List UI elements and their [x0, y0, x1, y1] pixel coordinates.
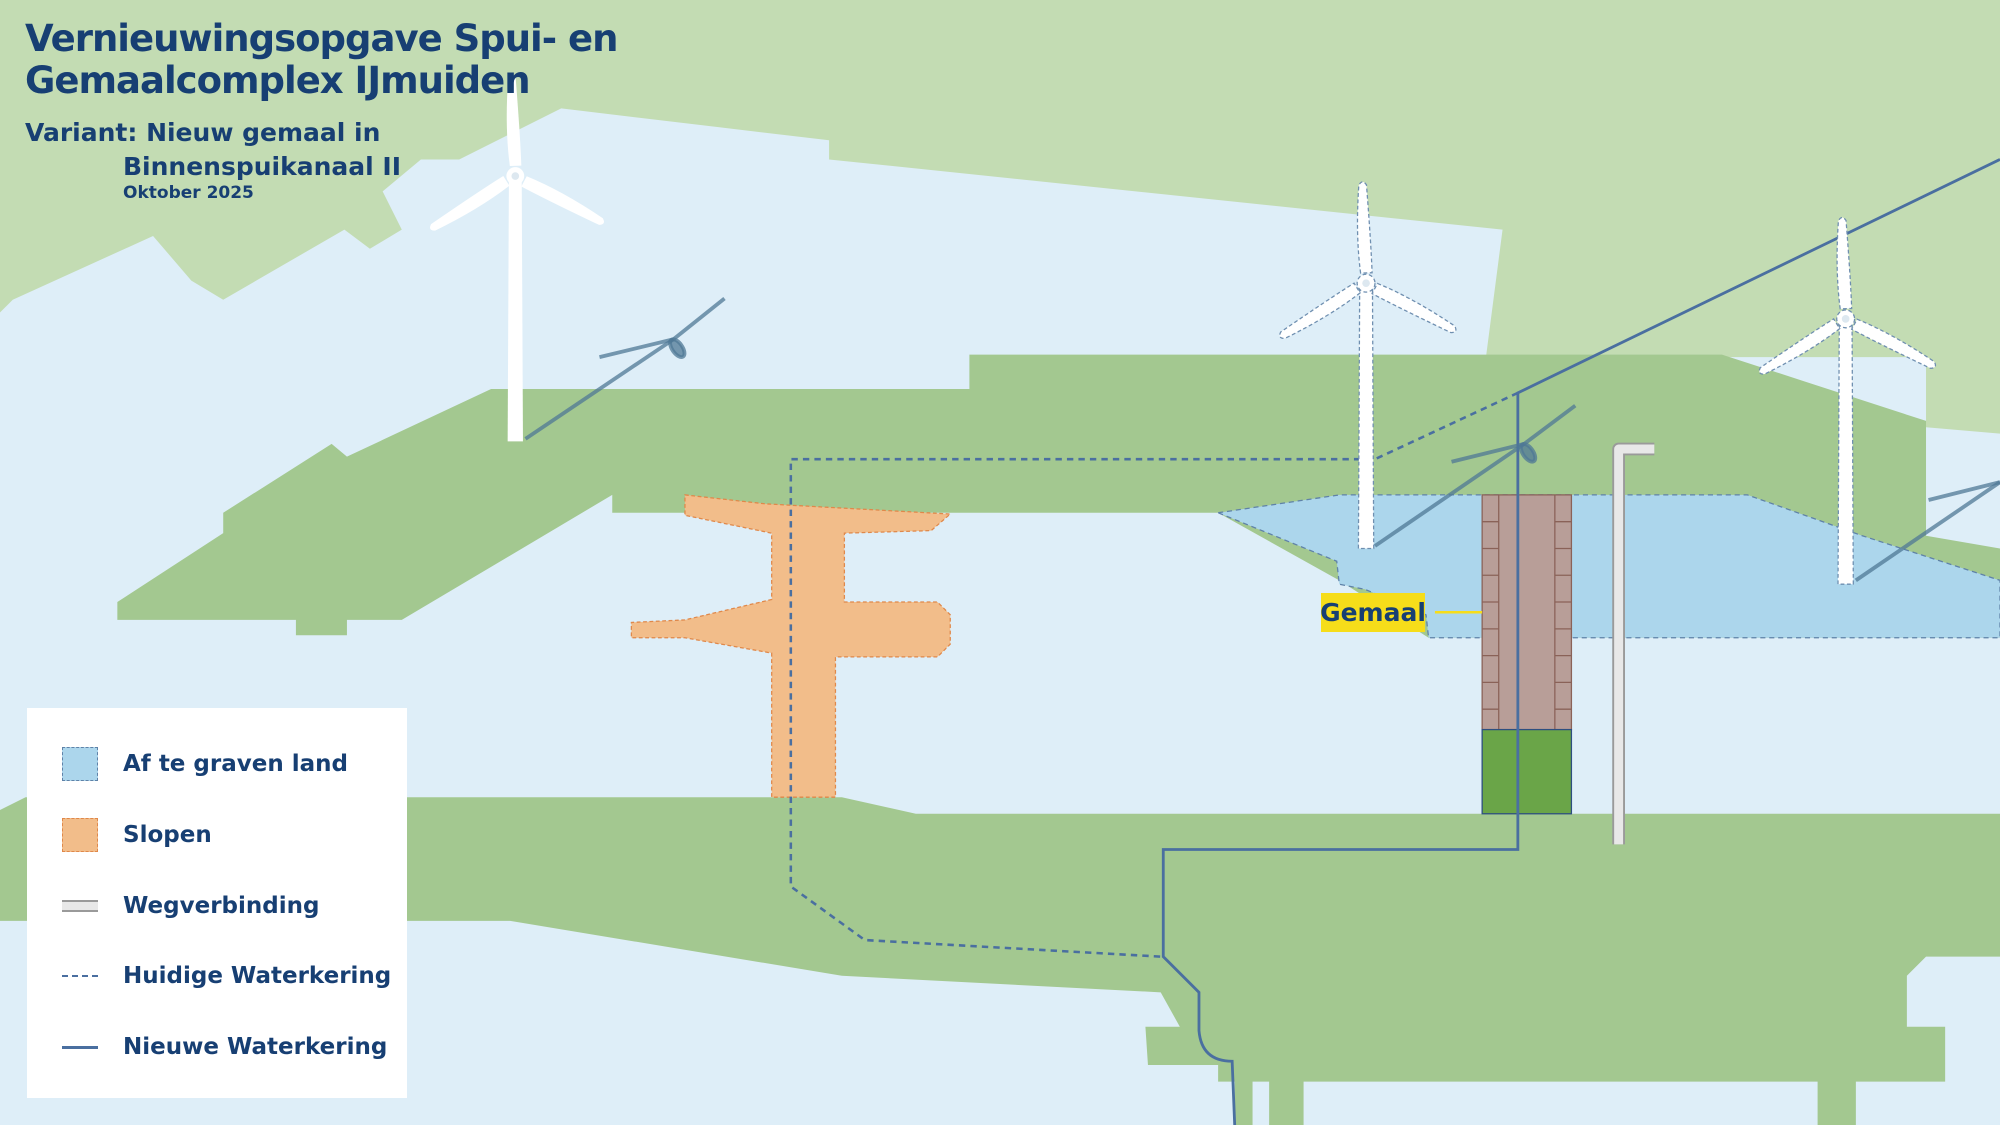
legend-label: Nieuwe Waterkering [123, 1034, 388, 1060]
gemaal-label: Gemaal [1320, 593, 1426, 632]
legend-item-demolish: Slopen [62, 815, 212, 855]
page-title: Vernieuwingsopgave Spui- en Gemaalcomple… [25, 17, 618, 102]
land-south [0, 797, 2000, 1125]
variant-subtitle: Variant: Nieuw gemaal in Binnenspuikanaa… [25, 116, 401, 184]
legend-item-new-dike: Nieuwe Waterkering [62, 1027, 387, 1067]
wind-turbine-icon [430, 75, 604, 442]
variant-line-2: Binnenspuikanaal II [123, 152, 402, 181]
legend-label: Huidige Waterkering [123, 963, 392, 989]
current-dike-line [789, 391, 1519, 958]
variant-line-1: Variant: Nieuw gemaal in [25, 118, 381, 147]
dotted-line-icon [62, 975, 98, 977]
legend-item-excavate: Af te graven land [62, 744, 348, 784]
new-dike-line [1161, 158, 2000, 1125]
demolish-area [630, 494, 952, 798]
land-north [0, 0, 2000, 434]
road-swatch-icon [62, 900, 98, 912]
legend-label: Af te graven land [123, 751, 348, 777]
planned-wind-turbine-icon [1279, 181, 1457, 550]
title-line-2: Gemaalcomplex IJmuiden [25, 59, 531, 102]
pumping-station [1481, 494, 1573, 815]
legend-item-current-dike: Huidige Waterkering [62, 956, 391, 996]
legend-label: Slopen [123, 822, 212, 848]
excavate-swatch-icon [62, 747, 98, 781]
date-label: Oktober 2025 [123, 183, 254, 203]
legend-label: Wegverbinding [123, 893, 320, 919]
solid-line-icon [62, 1045, 98, 1049]
demolish-swatch-icon [62, 818, 98, 852]
planned-wind-turbine-icon [1758, 216, 1937, 585]
turbine-shadows [524, 296, 2000, 582]
legend-item-road: Wegverbinding [62, 886, 319, 926]
title-line-1: Vernieuwingsopgave Spui- en [25, 17, 618, 60]
legend: Af te graven land Slopen Wegverbinding H… [27, 708, 407, 1098]
